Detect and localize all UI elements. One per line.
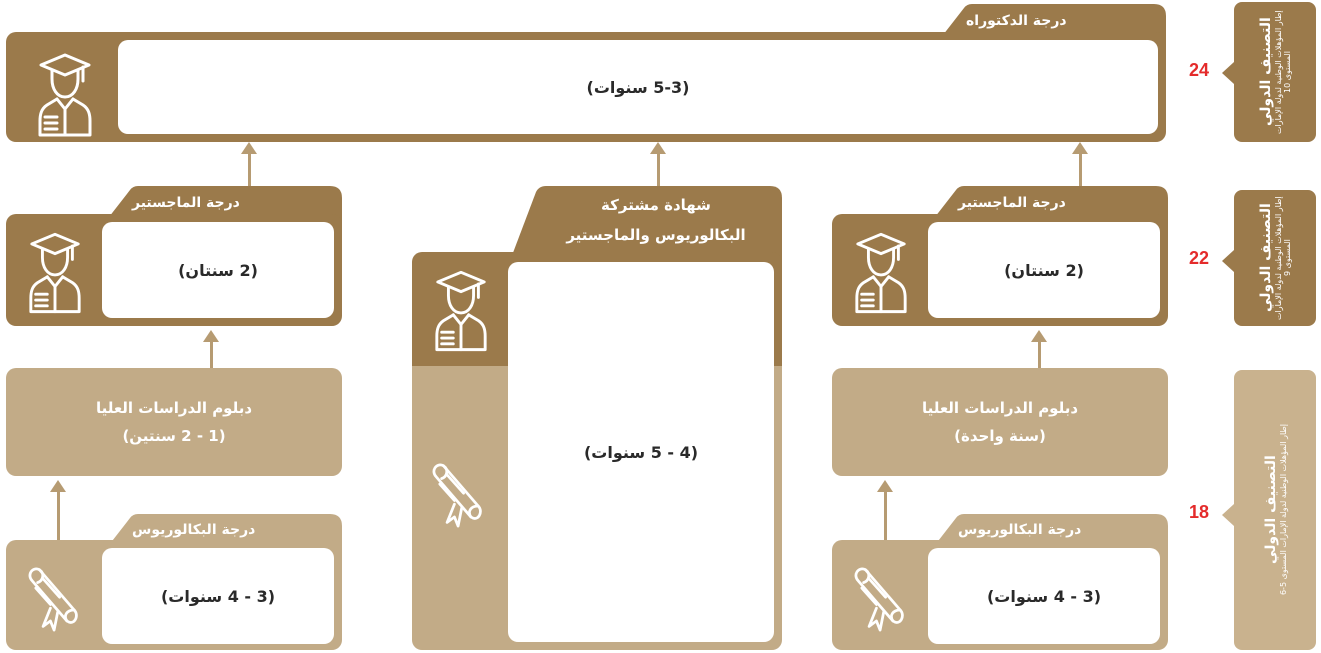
classification-subtitle: إطار المؤهلات الوطنية لدولة الإمارات الم… <box>1278 424 1288 596</box>
arrowhead-icon <box>650 142 666 154</box>
joint-degree-title-line2: البكالوريوس والماجستير <box>566 226 746 244</box>
right-diploma-duration: (سنة واحدة) <box>954 427 1046 445</box>
left-masters-duration: (2 سنتان) <box>178 260 258 280</box>
doctorate-block: درجة الدكتوراه (5-3 سنوات) <box>6 4 1166 142</box>
classification-badge-text: التصنيف الدولي إطار المؤهلات الوطنية لدو… <box>1263 424 1288 595</box>
classification-title: التصنيف الدولي <box>1262 455 1279 565</box>
classification-badge-level-5-6: التصنيف الدولي إطار المؤهلات الوطنية لدو… <box>1234 370 1316 650</box>
joint-degree-tab <box>508 186 782 266</box>
diploma-scroll-icon <box>12 554 98 644</box>
level-number-22: 22 <box>1189 248 1210 268</box>
arrowhead-icon <box>877 480 893 492</box>
right-diploma-text: دبلوم الدراسات العليا (سنة واحدة) <box>832 368 1168 476</box>
arrow-left-to-doctorate <box>248 150 251 188</box>
right-diploma-title: دبلوم الدراسات العليا <box>921 398 1079 417</box>
graduate-icon <box>20 46 110 142</box>
left-masters-title: درجة الماجستير <box>132 195 240 211</box>
right-bachelor-duration-box: (3 - 4 سنوات) <box>928 548 1160 644</box>
arrow-right-diploma-to-masters <box>1038 338 1041 368</box>
right-masters-block: درجة الماجستير (2 سنتان) <box>832 186 1168 326</box>
joint-degree-title-line1: شهادة مشتركة <box>601 196 711 214</box>
graduate-icon <box>418 262 504 358</box>
left-bachelor-block: درجة البكالوريوس (3 - 4 سنوات) <box>6 514 342 650</box>
classification-title: التصنيف الدولي <box>1258 203 1274 313</box>
arrow-right-bachelor-to-diploma <box>884 488 887 544</box>
right-diploma-panel <box>832 368 1168 476</box>
left-bachelor-title: درجة البكالوريوس <box>132 522 256 538</box>
joint-degree-duration-box: (4 - 5 سنوات) <box>508 262 774 642</box>
arrowhead-icon <box>1072 142 1088 154</box>
arrowhead-icon <box>241 142 257 154</box>
classification-subtitle: إطار المؤهلات الوطنية لدولة الإمارات الم… <box>1274 10 1292 134</box>
left-masters-duration-box: (2 سنتان) <box>102 222 334 318</box>
left-diploma-panel <box>6 368 342 476</box>
right-masters-duration-box: (2 سنتان) <box>928 222 1160 318</box>
right-bachelor-duration: (3 - 4 سنوات) <box>986 586 1102 606</box>
graduate-icon <box>14 224 96 320</box>
left-bachelor-duration-box: (3 - 4 سنوات) <box>102 548 334 644</box>
right-masters-title: درجة الماجستير <box>958 195 1066 211</box>
level-number-24: 24 <box>1189 60 1210 80</box>
left-masters-block: درجة الماجستير (2 سنتان) <box>6 186 342 326</box>
arrow-left-diploma-to-masters <box>210 338 213 368</box>
classification-badge-level-10: التصنيف الدولي إطار المؤهلات الوطنية لدو… <box>1234 2 1316 142</box>
classification-title: التصنيف الدولي <box>1258 17 1274 127</box>
arrowhead-icon <box>1031 330 1047 342</box>
right-bachelor-title: درجة البكالوريوس <box>958 522 1082 538</box>
arrow-center-to-doctorate <box>657 150 660 188</box>
joint-degree-block: شهادة مشتركة البكالوريوس والماجستير (4 -… <box>412 186 782 650</box>
classification-subtitle: إطار المؤهلات الوطنية لدولة الإمارات الم… <box>1274 196 1292 320</box>
diploma-scroll-icon <box>416 450 502 540</box>
left-diploma-duration: (1 - 2 سنتين) <box>122 427 226 445</box>
level-number-18: 18 <box>1189 502 1210 522</box>
arrowhead-icon <box>203 330 219 342</box>
joint-degree-title: شهادة مشتركة البكالوريوس والماجستير <box>530 190 782 256</box>
joint-degree-duration: (4 - 5 سنوات) <box>583 442 699 462</box>
left-diploma-text: دبلوم الدراسات العليا (1 - 2 سنتين) <box>6 368 342 476</box>
classification-badge-text: التصنيف الدولي إطار المؤهلات الوطنية لدو… <box>1258 2 1292 142</box>
doctorate-duration: (5-3 سنوات) <box>586 77 690 97</box>
classification-badge-level-9: التصنيف الدولي إطار المؤهلات الوطنية لدو… <box>1234 190 1316 326</box>
pointer-icon <box>1222 62 1234 84</box>
pointer-icon <box>1222 250 1234 272</box>
pointer-icon <box>1222 504 1234 526</box>
right-bachelor-block: درجة البكالوريوس (3 - 4 سنوات) <box>832 514 1168 650</box>
classification-badge-text: التصنيف الدولي إطار المؤهلات الوطنية لدو… <box>1258 190 1292 326</box>
left-bachelor-duration: (3 - 4 سنوات) <box>160 586 276 606</box>
right-masters-duration: (2 سنتان) <box>1004 260 1084 280</box>
arrow-right-to-doctorate <box>1079 150 1082 188</box>
doctorate-title: درجة الدكتوراه <box>966 13 1067 29</box>
diploma-scroll-icon <box>838 554 924 644</box>
graduate-icon <box>840 224 922 320</box>
arrow-left-bachelor-to-diploma <box>57 488 60 544</box>
arrowhead-icon <box>50 480 66 492</box>
doctorate-duration-box: (5-3 سنوات) <box>118 40 1158 134</box>
left-diploma-title: دبلوم الدراسات العليا <box>95 398 253 417</box>
